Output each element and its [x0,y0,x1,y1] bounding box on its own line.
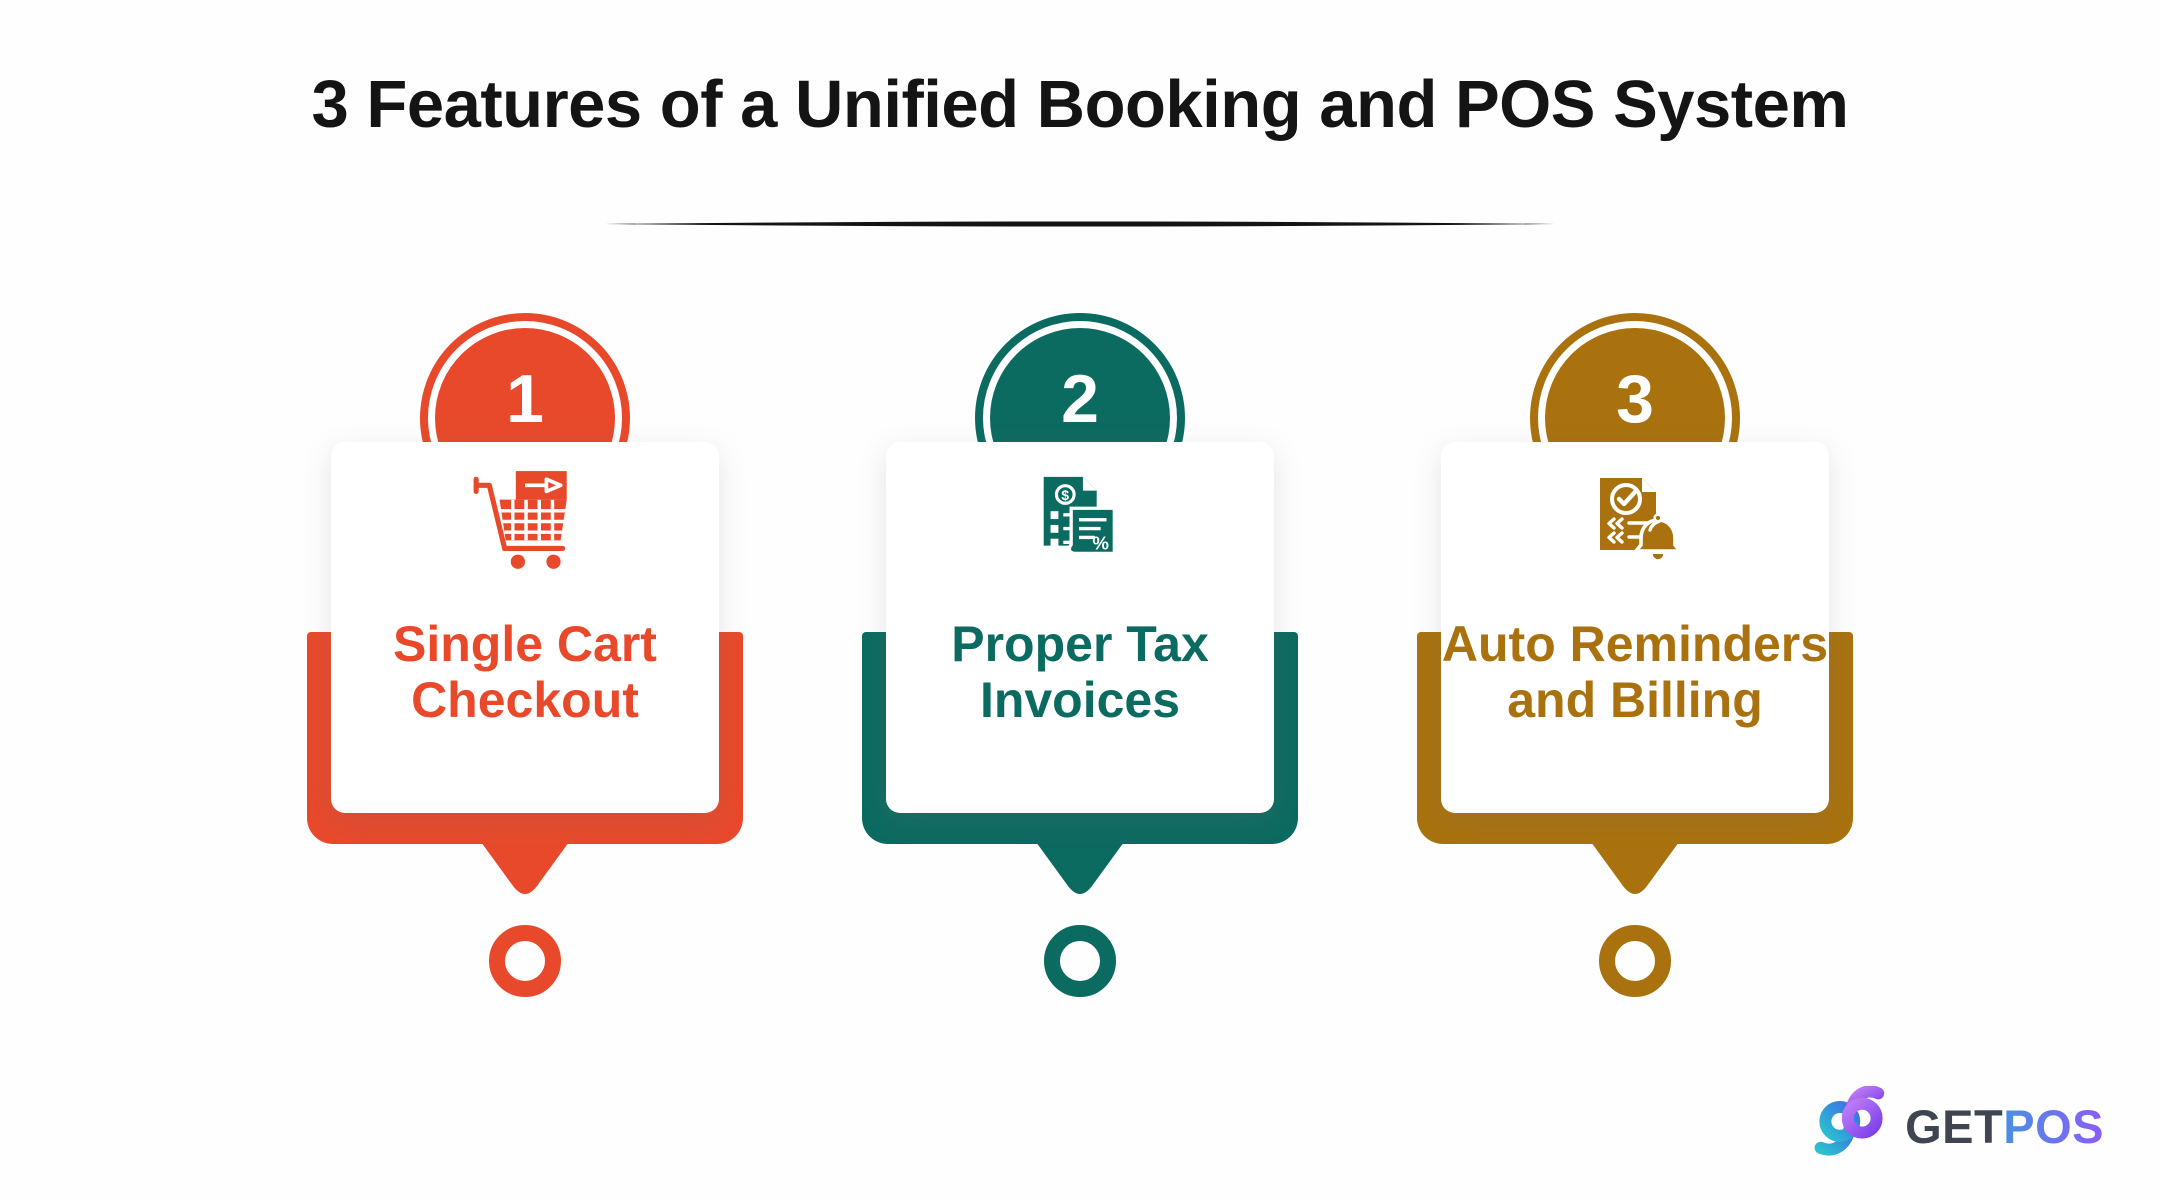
feature-column-proper-tax-invoices: 2 $ [862,313,1298,1003]
logo-text-pos: POS [2003,1100,2104,1153]
end-ring [489,925,561,997]
feature-label-line2: Invoices [979,672,1181,728]
feature-label: Proper Tax Invoices [951,616,1209,728]
shopping-cart-checkout-icon [469,468,581,576]
feature-label-line1: Single Cart [393,616,657,672]
end-ring [1599,925,1671,997]
logo-text-get: GET [1905,1100,2004,1153]
end-ring [1044,925,1116,997]
tax-invoice-icon: $ % [1026,468,1134,576]
feature-column-auto-reminders-billing: 3 [1417,313,1853,1003]
getpos-wordmark: GETPOS [1905,1103,2104,1160]
features-row: 1 [0,313,2160,1003]
pointer-arrow-icon [1591,842,1679,894]
step-number: 3 [1616,361,1654,437]
svg-text:%: % [1092,532,1109,553]
feature-label: Single Cart Checkout [393,616,657,728]
feature-label-line1: Auto Reminders [1441,616,1829,672]
svg-text:$: $ [1061,488,1069,503]
feature-label-line2: and Billing [1507,672,1763,728]
getpos-logo: GETPOS [1811,1086,2104,1160]
page-title: 3 Features of a Unified Booking and POS … [311,67,1849,142]
step-number: 2 [1061,361,1099,437]
feature-card: Auto Reminders and Billing [1441,442,1829,813]
feature-column-single-cart-checkout: 1 [307,313,743,1003]
feature-card: $ % Proper Tax Invoices [886,442,1274,813]
feature-label-line2: Checkout [411,672,639,728]
getpos-monogram-icon [1814,1086,1885,1156]
step-number: 1 [506,361,544,437]
document-reminder-bell-icon [1580,468,1690,576]
pointer-arrow-icon [481,842,569,894]
feature-card: Single Cart Checkout [331,442,719,813]
feature-label: Auto Reminders and Billing [1442,616,1828,728]
pointer-arrow-icon [1036,842,1124,894]
title-divider [605,221,1555,227]
feature-label-line1: Proper Tax [951,616,1209,672]
